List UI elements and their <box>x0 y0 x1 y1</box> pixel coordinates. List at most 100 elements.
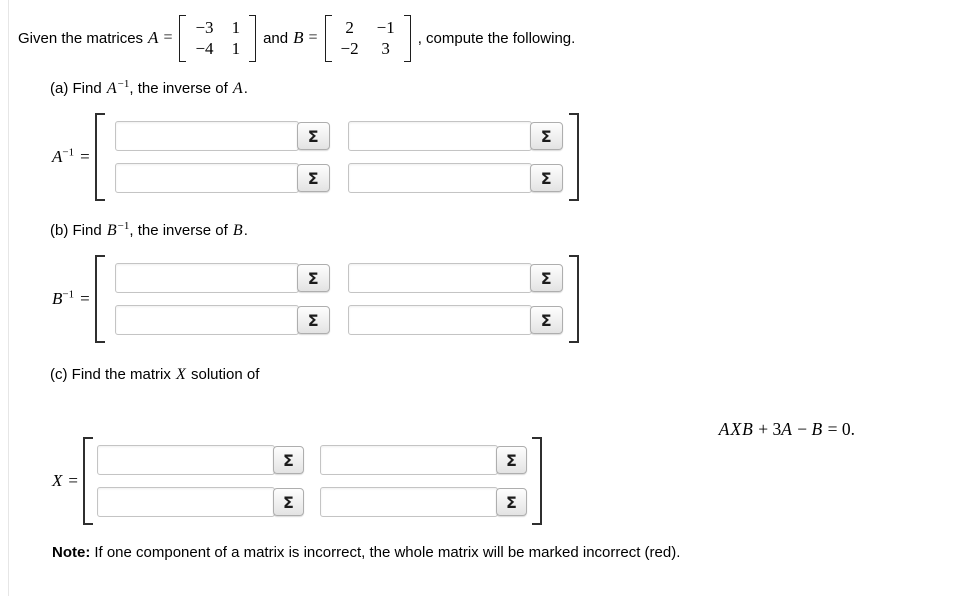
matrix-cell-group: Σ <box>96 445 304 475</box>
statement-text-after: , compute the following. <box>417 29 576 47</box>
matrix-cell-group: Σ <box>347 163 563 193</box>
b-inverse-symbol: B <box>52 289 63 308</box>
sigma-symbolic-entry-button[interactable]: Σ <box>296 122 330 150</box>
a-inverse-cell-input-r1c1[interactable] <box>114 121 299 151</box>
part-c-heading-text: solution of <box>186 366 260 383</box>
answer-matrix-x: X= Σ Σ Σ Σ <box>52 437 542 525</box>
answer-grid: Σ Σ Σ Σ <box>93 437 532 525</box>
b-inverse-cell-input-r1c2[interactable] <box>347 263 532 293</box>
a-inverse-symbol: A <box>52 147 63 166</box>
part-a-heading-text: , the inverse of <box>129 80 232 97</box>
x-cell-input-r2c1[interactable] <box>96 487 275 517</box>
matrix-bracket-right <box>249 14 257 62</box>
answer-grid: Σ Σ Σ Σ <box>105 113 569 201</box>
equals-sign: = <box>80 147 90 166</box>
part-a-heading-text: . <box>243 80 248 97</box>
b-inverse-cell-input-r2c1[interactable] <box>114 305 299 335</box>
answer-matrix-a-inverse: A−1 = Σ Σ Σ Σ <box>52 113 579 201</box>
equals-sign: = <box>163 29 173 46</box>
problem-statement: Given the matrices A = −3 1 −4 1 and B =… <box>18 9 575 67</box>
note-text: If one component of a matrix is incorrec… <box>94 544 681 561</box>
a-inverse-cell-input-r2c2[interactable] <box>347 163 532 193</box>
b-inverse-label: B−1 = <box>52 289 90 309</box>
sigma-symbolic-entry-button[interactable]: Σ <box>529 264 563 292</box>
part-b-heading-text: , the inverse of <box>129 222 232 239</box>
matrix-cell-group: Σ <box>347 263 563 293</box>
equation-operator: = 0. <box>823 419 855 439</box>
matrix-a-display: −3 1 −4 1 <box>179 14 257 62</box>
sigma-symbolic-entry-button[interactable]: Σ <box>296 164 330 192</box>
part-b-heading-text: (b) Find <box>50 222 106 239</box>
sigma-symbolic-entry-button[interactable]: Σ <box>272 488 304 516</box>
matrix-a-cell: −3 <box>195 17 214 37</box>
statement-text-before: Given the matrices <box>18 29 144 47</box>
inverse-exponent: −1 <box>117 78 130 90</box>
answer-bracket-right <box>531 437 542 525</box>
panel-left-border <box>8 0 9 596</box>
x-label: X= <box>52 471 78 491</box>
inverse-exponent: −1 <box>62 146 75 159</box>
answer-bracket-right <box>568 113 579 201</box>
sigma-symbolic-entry-button[interactable]: Σ <box>529 164 563 192</box>
answer-matrix-b-inverse: B−1 = Σ Σ Σ Σ <box>52 255 579 343</box>
matrix-bracket-left <box>179 14 187 62</box>
matrix-cell-group: Σ <box>319 487 527 517</box>
matrix-b-cell: 3 <box>381 38 390 58</box>
b-inverse-cell-input-r1c1[interactable] <box>114 263 299 293</box>
matrix-b-cell: −1 <box>376 17 395 37</box>
matrix-cell-group: Σ <box>114 163 330 193</box>
matrix-x-symbol: X <box>176 366 186 383</box>
matrix-b-values: 2 −1 −2 3 <box>332 15 404 62</box>
part-c-heading-text: (c) Find the matrix <box>50 366 176 383</box>
note-label: Note: <box>52 544 91 561</box>
x-cell-input-r1c2[interactable] <box>319 445 498 475</box>
sigma-symbolic-entry-button[interactable]: Σ <box>296 306 330 334</box>
answer-bracket-right <box>568 255 579 343</box>
inverse-exponent: −1 <box>62 288 75 301</box>
sigma-symbolic-entry-button[interactable]: Σ <box>529 306 563 334</box>
x-cell-input-r2c2[interactable] <box>319 487 498 517</box>
equals-sign: = <box>80 289 90 308</box>
equals-sign: = <box>308 29 318 46</box>
a-inverse-label: A−1 = <box>52 147 90 167</box>
sigma-symbolic-entry-button[interactable]: Σ <box>495 446 527 474</box>
matrix-x-symbol: X <box>52 471 63 490</box>
matrix-a-cell: −4 <box>195 38 214 58</box>
matrix-a-symbol: A <box>232 80 243 97</box>
matrix-b-display: 2 −1 −2 3 <box>324 14 411 62</box>
matrix-bracket-right <box>403 14 411 62</box>
matrix-a-values: −3 1 −4 1 <box>186 15 249 62</box>
part-c-heading: (c) Find the matrix X solution of <box>50 366 259 384</box>
matrix-equation: AXB + 3A − B = 0. <box>710 398 855 440</box>
b-inverse-cell-input-r2c2[interactable] <box>347 305 532 335</box>
matrix-bracket-left <box>324 14 332 62</box>
sigma-symbolic-entry-button[interactable]: Σ <box>529 122 563 150</box>
matrix-b-cell: −2 <box>340 38 359 58</box>
a-inverse-cell-input-r2c1[interactable] <box>114 163 299 193</box>
equation-operator: + 3 <box>753 419 782 439</box>
matrix-cell-group: Σ <box>347 305 563 335</box>
matrix-a-cell: 1 <box>231 38 241 58</box>
matrix-cell-group: Σ <box>114 263 330 293</box>
part-a-heading-text: (a) Find <box>50 80 106 97</box>
equation-term: A <box>781 419 793 439</box>
b-inverse-symbol: B <box>106 222 117 239</box>
x-cell-input-r1c1[interactable] <box>96 445 275 475</box>
matrix-cell-group: Σ <box>114 305 330 335</box>
matrix-b-cell: 2 <box>345 17 354 37</box>
a-inverse-cell-input-r1c2[interactable] <box>347 121 532 151</box>
equation-operator: − <box>792 419 812 439</box>
equation-term: B <box>811 419 824 439</box>
matrix-cell-group: Σ <box>319 445 527 475</box>
matrix-cell-group: Σ <box>114 121 330 151</box>
sigma-symbolic-entry-button[interactable]: Σ <box>272 446 304 474</box>
grading-note: Note:If one component of a matrix is inc… <box>52 544 680 561</box>
part-a-heading: (a) Find A−1, the inverse of A. <box>50 78 248 98</box>
matrix-a-cell: 1 <box>231 17 241 37</box>
matrix-cell-group: Σ <box>96 487 304 517</box>
sigma-symbolic-entry-button[interactable]: Σ <box>495 488 527 516</box>
part-b-heading: (b) Find B−1, the inverse of B. <box>50 221 248 240</box>
matrix-cell-group: Σ <box>347 121 563 151</box>
sigma-symbolic-entry-button[interactable]: Σ <box>296 264 330 292</box>
answer-grid: Σ Σ Σ Σ <box>105 255 569 343</box>
